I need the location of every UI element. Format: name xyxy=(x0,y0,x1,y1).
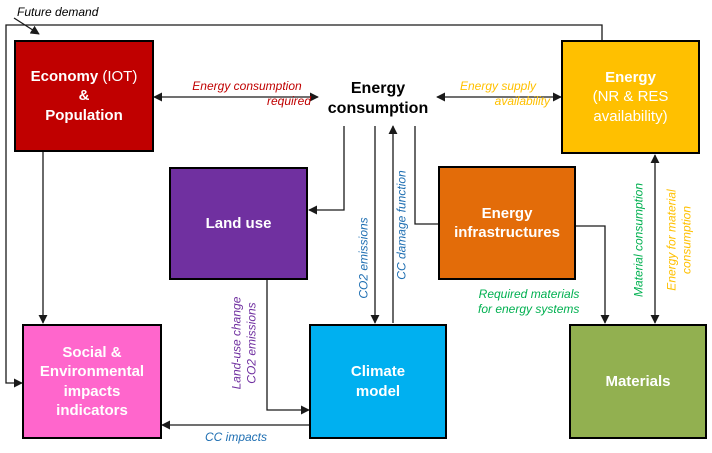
energy-feedback-loop-arrow xyxy=(5,24,603,388)
land-use-change-line1: Land-use change xyxy=(229,296,244,390)
energy-for-material-label: Energy for material consumption xyxy=(664,189,693,290)
required-materials-line2: for energy systems xyxy=(478,301,580,316)
economy-title-suffix: (IOT) xyxy=(98,68,138,86)
energy-consumption-required-line1: Energy consumption xyxy=(192,79,302,93)
energy-line3: availability) xyxy=(593,107,668,125)
energy-for-material-line2: consumption xyxy=(679,205,693,275)
materials-title: Materials xyxy=(605,372,671,390)
energy-consumption-line2: consumption xyxy=(327,100,429,117)
economy-line3: Population xyxy=(45,106,123,124)
social-environmental-box: Social & Environmental impacts indicator… xyxy=(22,324,162,439)
social-line1: Social & xyxy=(62,344,122,362)
land-use-box: Land use xyxy=(169,167,308,280)
future-demand-arrow xyxy=(13,17,40,35)
social-line3: impacts xyxy=(63,382,121,400)
cc-impacts-label: CC impacts xyxy=(205,430,268,444)
economy-population-box: Economy (IOT) & Population xyxy=(14,40,154,152)
economy-title: Economy xyxy=(30,68,99,86)
material-consumption-label: Material consumption xyxy=(631,182,646,298)
land-use-change-label: Land-use change CO2 emissions xyxy=(229,297,258,390)
future-demand-label: Future demand xyxy=(17,5,99,19)
energy-infrastructures-box: Energy infrastructures xyxy=(438,166,576,280)
energy-consumption-required-line2: required xyxy=(266,93,311,108)
energy-consumption-node: Energy consumption xyxy=(318,76,438,122)
energy-title: Energy xyxy=(605,69,656,87)
economy-line2: & xyxy=(78,87,90,105)
energy-infrastructures-line1: Energy xyxy=(481,204,533,222)
energy-infrastructures-line2: infrastructures xyxy=(454,224,560,241)
social-line2: Environmental xyxy=(39,363,145,381)
consumption-landuse-arrow xyxy=(308,126,345,215)
energy-supply-availability-label: Energy supply availability xyxy=(446,79,550,108)
required-materials-line1: Required materials xyxy=(478,287,580,301)
climate-line2: model xyxy=(355,382,401,400)
energy-line2: (NR & RES xyxy=(592,88,669,106)
infrastructure-materials-arrow xyxy=(576,225,610,324)
consumption-infrastructure-arrow xyxy=(414,126,438,225)
energy-box: Energy (NR & RES availability) xyxy=(561,40,700,154)
energy-consumption-line1: Energy xyxy=(350,79,406,97)
landuse-climate-arrow xyxy=(266,280,310,415)
social-line4: indicators xyxy=(56,401,128,419)
energy-supply-line1: Energy supply xyxy=(459,79,537,93)
energy-supply-line2: availability xyxy=(494,93,550,108)
co2-emissions-label: CO2 emissions xyxy=(356,217,371,299)
energy-consumption-required-label: Energy consumption required xyxy=(183,79,311,108)
required-materials-label: Required materials for energy systems xyxy=(478,287,579,316)
climate-model-box: Climate model xyxy=(309,324,447,439)
land-use-change-line2: CO2 emissions xyxy=(244,302,258,384)
materials-box: Materials xyxy=(569,324,707,439)
cc-damage-function-label: CC damage function xyxy=(394,170,409,280)
land-use-title: Land use xyxy=(205,214,272,232)
energy-for-material-line1: Energy for material xyxy=(664,189,679,291)
climate-line1: Climate xyxy=(350,363,406,381)
